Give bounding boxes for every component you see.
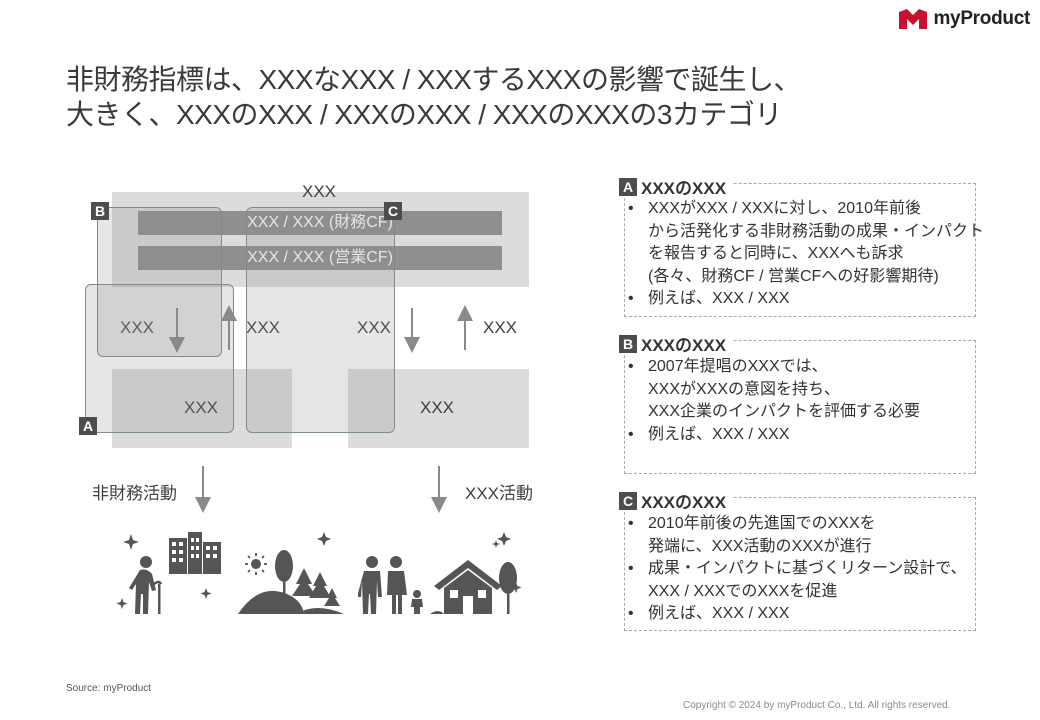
panel-a-title: XXXのXXX bbox=[637, 174, 733, 199]
brand-name: myProduct bbox=[933, 8, 1030, 29]
flow-arrows bbox=[169, 305, 473, 513]
panel-b-header: B XXXのXXX bbox=[619, 331, 733, 356]
page-title: 非財務指標は、XXXなXXX / XXXするXXXの影響で誕生し、 大きく、XX… bbox=[66, 62, 966, 132]
mid-right-label-2: XXX bbox=[483, 318, 518, 337]
top-band-label: XXX bbox=[302, 182, 337, 201]
house-icon bbox=[430, 532, 522, 614]
frame-b bbox=[97, 207, 222, 357]
bullet-b2: •例えば、XXX / XXX bbox=[628, 425, 790, 443]
mid-left-label-2: XXX bbox=[246, 318, 281, 337]
panel-b-title: XXXのXXX bbox=[637, 331, 733, 356]
family-icon bbox=[358, 556, 423, 614]
source-note: Source: myProduct bbox=[66, 683, 152, 694]
bullet-b1: •2007年提唱のXXXでは、 XXXがXXXの意図を持ち、 XXX企業のインパ… bbox=[628, 358, 921, 420]
bullet-a1: •XXXがXXX / XXXに対し、2010年前後 から活発化する非財務活動の成… bbox=[628, 200, 985, 285]
activity-right-label: XXX活動 bbox=[465, 484, 534, 503]
panel-b-body: •2007年提唱のXXXでは、 XXXがXXXの意図を持ち、 XXX企業のインパ… bbox=[628, 356, 920, 446]
bullet-c1: •2010年前後の先進国でのXXXを 発端に、XXX活動のXXXが進行 bbox=[628, 515, 876, 555]
title-line-1: 非財務指標は、XXXなXXX / XXXするXXXの影響で誕生し、 bbox=[66, 64, 801, 95]
bottom-band-right bbox=[348, 369, 529, 448]
panel-a-tag: A bbox=[619, 177, 637, 196]
panel-c bbox=[624, 497, 976, 631]
panel-c-tag: C bbox=[619, 491, 637, 510]
frame-a bbox=[85, 284, 234, 433]
panel-c-title: XXXのXXX bbox=[637, 488, 733, 513]
copyright: Copyright © 2024 by myProduct Co., Ltd. … bbox=[683, 700, 951, 711]
bottom-band-left bbox=[112, 369, 292, 448]
bullet-c2: •成果・インパクトに基づくリターン設計で、 XXX / XXXでのXXXを促進 bbox=[628, 560, 967, 600]
panel-b-tag: B bbox=[619, 334, 637, 353]
bottom-left-label: XXX bbox=[184, 398, 219, 417]
panel-c-header: C XXXのXXX bbox=[619, 488, 733, 513]
elderly-person-city-icon bbox=[116, 532, 221, 614]
panel-c-body: •2010年前後の先進国でのXXXを 発端に、XXX活動のXXXが進行 •成果・… bbox=[628, 513, 967, 626]
operating-cf-bar: XXX / XXX (営業CF) bbox=[138, 246, 502, 270]
brand-mark-icon bbox=[899, 9, 928, 29]
mid-left-label-1: XXX bbox=[120, 318, 155, 337]
bullet-a2: •例えば、XXX / XXX bbox=[628, 290, 790, 307]
title-line-2: 大きく、XXXのXXX / XXXのXXX / XXXのXXXの3カテゴリ bbox=[66, 99, 782, 130]
nature-landscape-icon bbox=[238, 532, 344, 614]
panel-a bbox=[624, 183, 976, 317]
tag-c: C bbox=[384, 202, 402, 220]
activity-left-label: 非財務活動 bbox=[92, 484, 177, 503]
panel-a-body: •XXXがXXX / XXXに対し、2010年前後 から活発化する非財務活動の成… bbox=[628, 198, 984, 311]
panel-a-header: A XXXのXXX bbox=[619, 174, 733, 199]
bullet-c3: •例えば、XXX / XXX bbox=[628, 605, 790, 622]
bottom-right-label: XXX bbox=[420, 398, 455, 417]
financial-cf-bar: XXX / XXX (財務CF) bbox=[138, 211, 502, 235]
brand-logo: myProduct bbox=[899, 8, 1030, 30]
panel-b bbox=[624, 340, 976, 474]
tag-b: B bbox=[91, 202, 109, 220]
tag-a: A bbox=[79, 417, 97, 435]
frame-c bbox=[246, 207, 395, 433]
mid-right-label-1: XXX bbox=[357, 318, 392, 337]
